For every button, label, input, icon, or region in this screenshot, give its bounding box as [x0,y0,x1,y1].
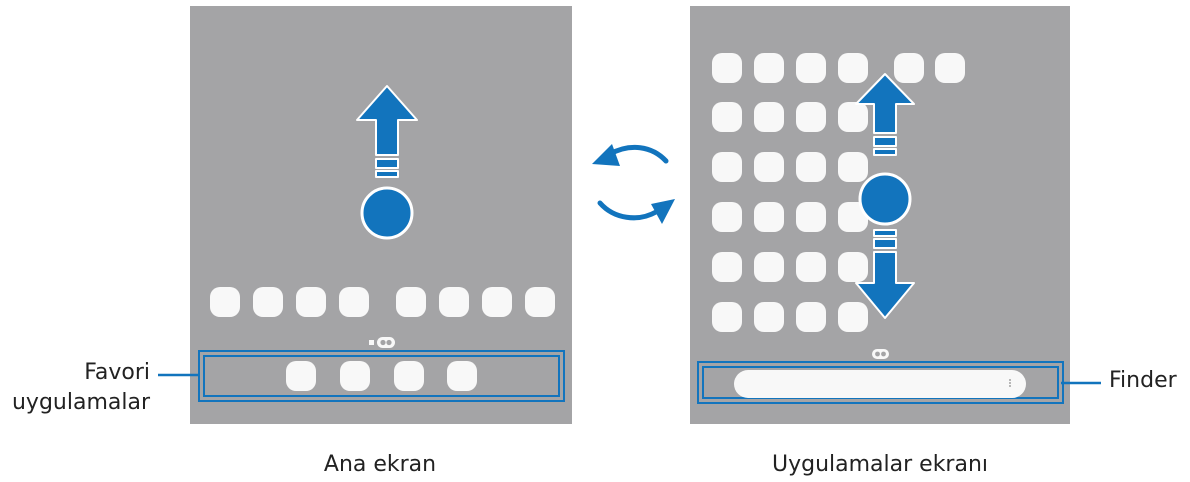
app-icon[interactable] [754,102,784,132]
finder-label: Finder [1109,368,1177,393]
favorite-app-icon[interactable] [394,361,424,391]
app-icon[interactable] [210,287,240,317]
app-icon[interactable] [754,53,784,83]
app-icon[interactable] [396,287,426,317]
app-icon[interactable] [838,252,868,282]
more-icon [1009,379,1011,387]
app-icon[interactable] [894,53,924,83]
app-icon[interactable] [482,287,512,317]
app-icon[interactable] [439,287,469,317]
favorite-app-icon[interactable] [447,361,477,391]
page-indicator-icon [872,349,889,359]
app-icon[interactable] [525,287,555,317]
app-icon[interactable] [838,302,868,332]
app-icon[interactable] [712,53,742,83]
favorite-app-icon[interactable] [286,361,316,391]
favorites-label: Favori uygulamalar [12,358,150,418]
favorites-dock [198,350,565,402]
app-icon[interactable] [796,53,826,83]
app-icon[interactable] [838,102,868,132]
finder-dock-inner [702,366,1059,399]
rotate-arrows-icon [592,144,675,224]
app-icon[interactable] [712,302,742,332]
favorites-label-line2: uygulamalar [11,390,150,415]
arrow-up-icon [356,85,418,178]
favorites-label-line1: Favori [84,360,150,385]
app-icon[interactable] [796,152,826,182]
apps-screen-caption: Uygulamalar ekranı [771,452,989,477]
home-screen-caption: Ana ekran [323,452,437,477]
app-icon[interactable] [796,252,826,282]
favorites-dock-inner [203,355,560,397]
app-icon[interactable] [796,302,826,332]
app-icon[interactable] [712,252,742,282]
app-icon[interactable] [712,102,742,132]
touch-point-icon [858,172,912,226]
app-icon[interactable] [754,252,784,282]
home-screen [190,6,572,424]
page-indicator-icon [369,337,395,348]
app-icon[interactable] [754,302,784,332]
app-icon[interactable] [796,202,826,232]
app-icon[interactable] [935,53,965,83]
app-icon[interactable] [796,102,826,132]
app-icon[interactable] [712,152,742,182]
touch-point-icon [360,186,414,240]
app-icon[interactable] [838,53,868,83]
favorite-app-icon[interactable] [340,361,370,391]
app-icon[interactable] [712,202,742,232]
app-icon[interactable] [339,287,369,317]
app-icon[interactable] [838,152,868,182]
app-icon[interactable] [253,287,283,317]
app-icon[interactable] [754,152,784,182]
finder-search-bar[interactable] [734,370,1026,398]
arrow-up-icon [855,73,915,156]
arrow-down-icon [855,229,915,319]
app-icon[interactable] [296,287,326,317]
app-icon[interactable] [754,202,784,232]
